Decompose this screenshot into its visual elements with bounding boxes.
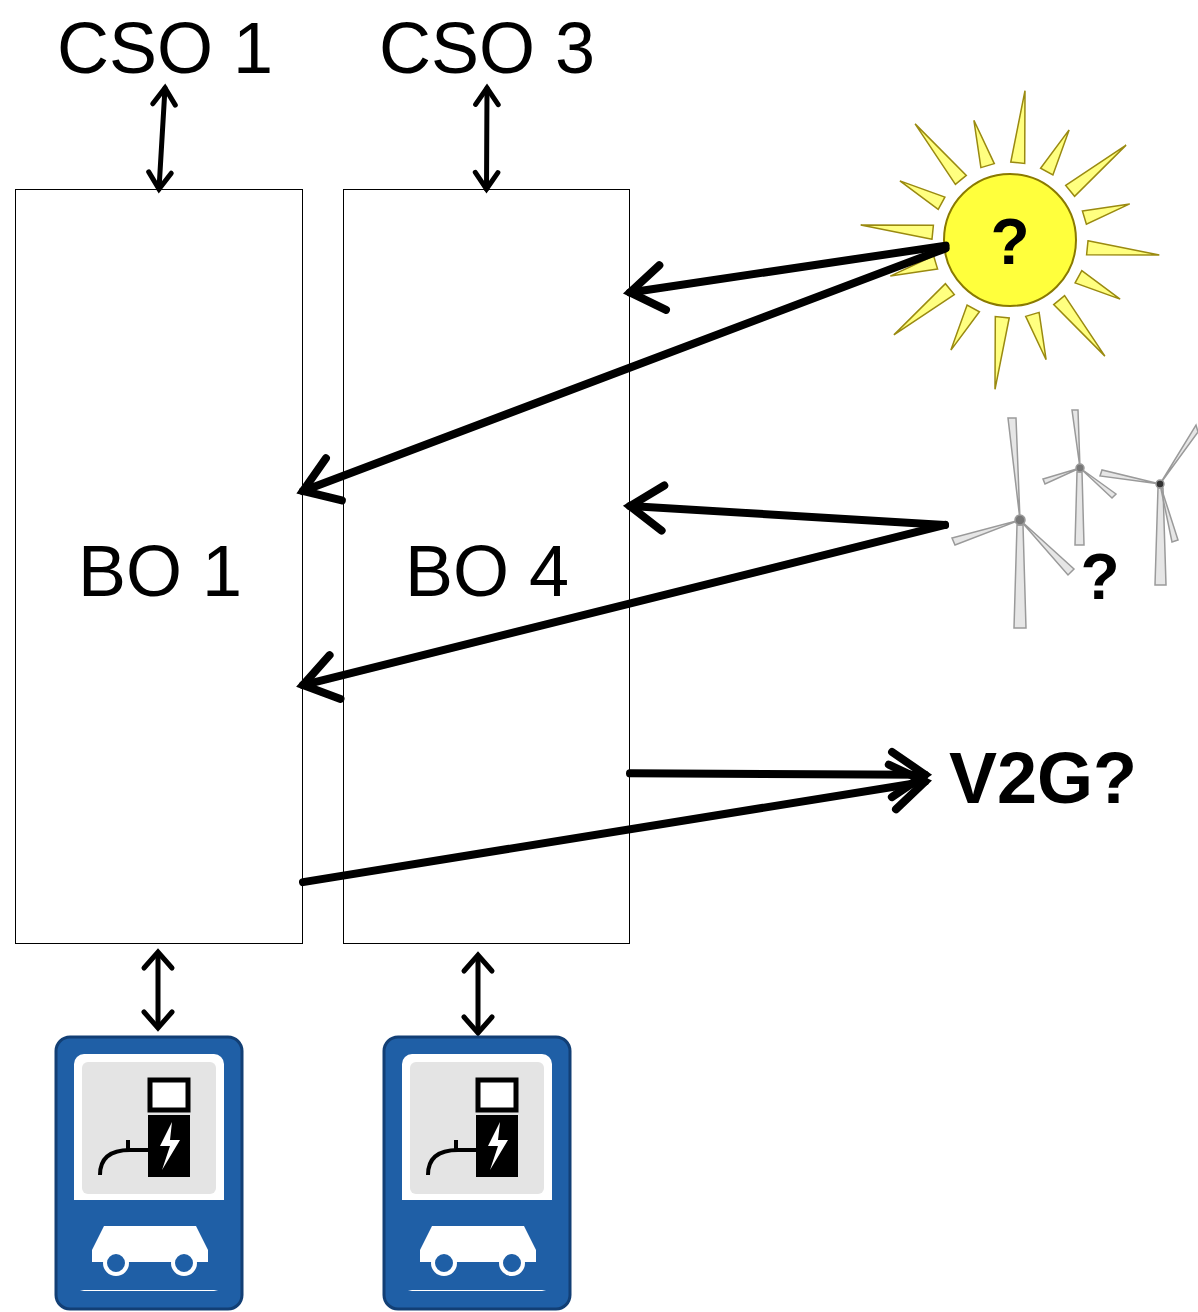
wind-turbines (952, 410, 1198, 628)
sun-ray (1075, 271, 1120, 300)
cso-label: CSO 3 (362, 2, 612, 88)
connector (303, 765, 925, 882)
node-label: BO 4 (405, 535, 569, 607)
node-label: CSO 3 (379, 12, 595, 84)
sun-ray (1054, 296, 1105, 356)
connector (475, 88, 498, 189)
connector-line (303, 782, 925, 882)
sun-ray (951, 305, 980, 350)
sun-rays (861, 91, 1160, 390)
connector (630, 246, 946, 310)
arrow-head (630, 265, 666, 310)
sun-ray (1026, 312, 1046, 359)
sun-ray (900, 181, 945, 210)
connector-line (630, 506, 945, 525)
sun-ray (1066, 145, 1126, 196)
operator-box: BO 1 (15, 189, 303, 944)
arrow-head (153, 88, 176, 105)
node-label: ? (1080, 545, 1119, 609)
operator-box: BO 4 (343, 189, 630, 944)
sun-node: ? (940, 170, 1080, 310)
bidirectional-arrow (144, 952, 492, 1033)
sun-ray (894, 284, 954, 335)
connector-line (159, 88, 165, 189)
v2g-node: V2G? (925, 738, 1165, 816)
charging-station-icon (384, 1037, 570, 1309)
node-label: BO 1 (78, 535, 242, 607)
arrow-head (149, 172, 172, 189)
connector-line (484, 88, 490, 189)
connector-line (630, 773, 925, 774)
arrow-head (303, 458, 342, 500)
sun-ray (1011, 91, 1025, 164)
node-label: ? (990, 210, 1029, 274)
sun-ray (915, 124, 966, 184)
sun-ray (861, 225, 934, 239)
charging-station-icon (56, 1037, 242, 1309)
arrow-head (475, 172, 498, 189)
sun-ray (1041, 130, 1070, 175)
connector (303, 525, 945, 699)
arrow-head (630, 486, 664, 531)
connector (149, 88, 176, 189)
node-label: V2G? (949, 742, 1137, 814)
arrow-head (303, 655, 340, 699)
connector-line (303, 525, 945, 685)
arrow-head (889, 765, 925, 810)
cso-label: CSO 1 (40, 2, 290, 88)
sun-ray (1087, 241, 1160, 255)
sun-disc (944, 174, 1076, 306)
connector-line (303, 248, 946, 491)
connector (630, 486, 945, 531)
wind-node: ? (945, 405, 1195, 630)
node-label: CSO 1 (57, 12, 273, 84)
sun-ray (1082, 204, 1129, 224)
connector (303, 248, 946, 500)
sun-ray (995, 317, 1009, 390)
sun-ray (974, 120, 994, 167)
arrow-head (476, 88, 499, 105)
